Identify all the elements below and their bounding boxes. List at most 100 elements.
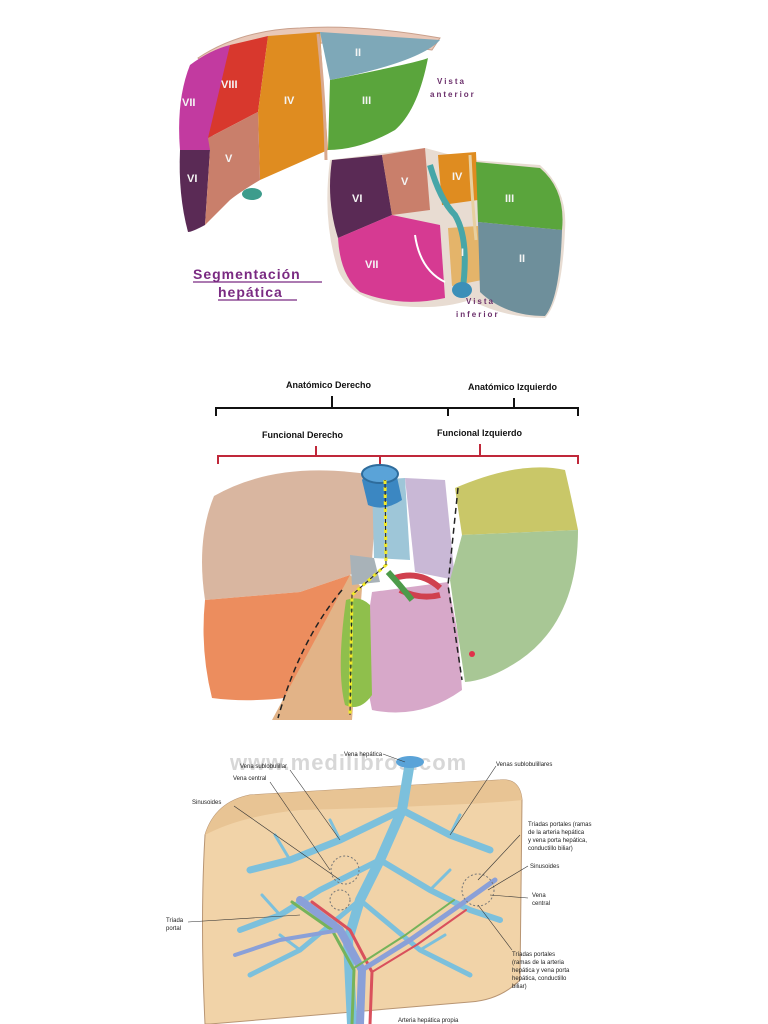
segment-iv-anterior [258, 32, 328, 180]
funcional-bracket [217, 444, 579, 464]
seg-label-i3: IV [452, 171, 463, 183]
bile-duct-trunk [290, 900, 356, 1024]
segment-ii-anterior [320, 32, 440, 80]
right-lobe-upper [202, 470, 378, 600]
lobule-illustration: www.medilibros.com [166, 750, 591, 1024]
segment-vii-inferior [338, 215, 445, 302]
gallbladder [340, 598, 372, 708]
funcional-derecho-label: Funcional Derecho [262, 430, 344, 440]
leader-vena-central [269, 781, 331, 871]
label-triadas-bottom-1: Tríadas portales [512, 952, 555, 958]
bile-branch-right [353, 899, 455, 969]
seg-label-i2: V [401, 176, 409, 188]
quadrate-pink [362, 582, 462, 713]
vista-inferior-line1: Vista [466, 297, 495, 306]
segment-iv-inferior [438, 152, 478, 205]
inferior-liver: VI V IV III VII I II [327, 148, 566, 318]
segment-viii-anterior [208, 36, 268, 138]
label-arteria-hepatica-propia: Arteria hepática propia [398, 1018, 459, 1024]
leader-vena-hepatica [382, 753, 406, 763]
label-sinusoides-left: Sinusoides [192, 800, 221, 806]
functional-panel: Anatómico Derecho Anatómico Izquierdo Fu… [0, 360, 768, 730]
watermark: www.medilibros.com [229, 750, 467, 775]
seg-label-i6: I [461, 247, 464, 259]
portal-bile [385, 569, 415, 602]
seg-label-i5: VII [365, 259, 378, 271]
leader-sinusoides-right [487, 865, 529, 891]
segmentation-illustration: VII VIII IV II III VI V Vista anterior V… [179, 26, 566, 319]
seg-label-a3: IV [284, 95, 295, 107]
falciform-line [447, 487, 463, 681]
anatomico-izquierdo-label: Anatómico Izquierdo [468, 382, 558, 392]
segment-iv-purple [405, 478, 455, 580]
portal-branch-left [233, 928, 342, 957]
seg-label-a2: VIII [221, 79, 238, 91]
leader-triadas-top [477, 834, 521, 881]
hepatic-artery-trunk [310, 900, 374, 1024]
functional-liver [202, 464, 578, 720]
portal-vessels [427, 164, 468, 296]
label-triadas-top-3: y vena porta hepática, [528, 838, 587, 844]
segmentation-title-line1: Segmentación [193, 266, 301, 282]
label-triadas-top-1: Tríadas portales (ramas [528, 822, 591, 828]
label-triadas-bottom-3: hepática y vena porta [512, 968, 570, 974]
label-triadas-bottom-4: hepática, conductillo [512, 976, 567, 982]
label-triadas-bottom-5: biliar) [512, 984, 527, 990]
label-vena-central-right-2: central [532, 901, 550, 907]
label-vena-central-top: Vena central [233, 776, 266, 782]
leader-triadas-bottom [477, 904, 513, 951]
label-triadas-top-2: de la arteria hepática [528, 830, 585, 836]
lobule-mid [329, 889, 351, 911]
hepatic-vein-twig-1 [260, 813, 462, 952]
portal-vein-trunk [296, 896, 367, 1024]
lobule-left [330, 855, 360, 885]
caudate-outline [414, 234, 446, 283]
leader-vena-central-right [489, 894, 529, 899]
leader-sinusoides-left [233, 805, 341, 881]
leader-vena-sublobulillar [289, 769, 341, 841]
label-triadas-top-4: conductillo biliar) [528, 846, 573, 852]
label-sinusoides-right: Sinusoides [530, 864, 559, 870]
label-triadas-bottom-2: (ramas de la arteria [512, 960, 565, 966]
ligament-inferior [468, 154, 478, 241]
label-vena-central-right-1: Vena [532, 893, 546, 899]
label-triada-portal-1: Tríada [166, 918, 184, 924]
seg-label-a1: VII [182, 97, 195, 109]
vista-anterior-line2: anterior [430, 90, 476, 99]
seg-label-a5: III [362, 95, 371, 107]
label-vena-sublobulillar: Vena sublobulillar [240, 764, 287, 770]
right-sectoral-line [277, 589, 343, 719]
vista-inferior-line2: inferior [456, 310, 500, 319]
seg-label-i7: II [519, 253, 525, 265]
vista-anterior-line1: Vista [437, 77, 466, 86]
hepatic-vein-top [396, 756, 424, 768]
seg-label-i4: III [505, 193, 514, 205]
hepatic-vein-branch-1 [246, 806, 406, 874]
anterior-liver: VII VIII IV II III VI V [179, 26, 441, 232]
segment-vi-anterior [179, 150, 210, 232]
segment-iii-anterior [328, 58, 428, 150]
artery-branch-right [371, 909, 467, 973]
right-lobe-tan [272, 575, 362, 720]
portal-triad-branches [233, 877, 498, 1024]
gallbladder-anterior [242, 188, 262, 200]
leader-venas-sublobulillares [449, 765, 497, 836]
tissue-top-face [205, 779, 522, 835]
segment-v-anterior [205, 112, 260, 225]
segmentation-panel: VII VIII IV II III VI V Vista anterior V… [0, 0, 768, 340]
lobule-panel: www.medilibros.com [0, 740, 768, 1024]
seg-label-a4: II [355, 47, 361, 59]
cantlie-line-shadow [349, 479, 387, 716]
segment-v-inferior [382, 148, 430, 215]
left-lobe-green [450, 530, 578, 682]
leader-lines [187, 753, 529, 951]
lobule-right [461, 873, 495, 907]
label-vena-hepatica: Vena hepática [344, 752, 383, 758]
ligamentum-teres [469, 651, 475, 657]
funcional-izquierdo-label: Funcional Izquierdo [437, 428, 523, 438]
seg-label-i1: VI [352, 193, 362, 205]
anatomico-bracket [215, 396, 579, 416]
segmentation-title-line2: hepática [218, 284, 283, 300]
label-triada-portal-2: portal [166, 926, 181, 932]
seg-label-a7: V [225, 153, 233, 165]
